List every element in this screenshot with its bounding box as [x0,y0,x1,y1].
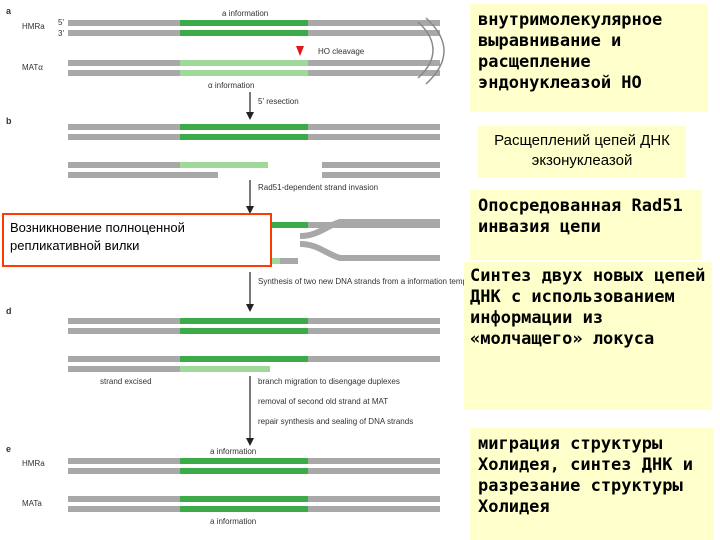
strand [322,172,440,178]
recombination-diagram: a b d e HMRa 5' 3' a information MATα HO… [6,6,470,526]
panel-label-d: d [6,306,12,316]
alpha-info-segment [180,162,268,168]
locus-hmr-a: HMRa [22,22,45,31]
label-repair: repair synthesis and sealing of DNA stra… [258,417,413,426]
arrow-head [246,112,254,120]
locus-mat-a: MATa [22,499,42,508]
panel-label-a: a [6,6,12,16]
label-alpha-information: α information [208,81,254,90]
panel-label-e: e [6,444,11,454]
invading-strand [299,241,440,261]
alpha-info-segment [180,70,308,76]
a-info-segment [180,30,308,36]
panel-label-b: b [6,116,12,126]
a-info-segment [180,134,308,140]
a-info-segment [180,458,308,464]
alpha-info-segment [180,60,308,66]
annotation-box-5: миграция структуры Холидея, синтез ДНК и… [470,428,714,540]
strand [68,172,218,178]
label-strand-excised: strand excised [100,377,152,386]
label-removal: removal of second old strand at MAT [258,397,388,406]
a-info-segment [180,328,308,334]
a-info-segment [180,318,308,324]
strand [68,366,218,372]
ho-cleavage-arrow [296,46,304,56]
a-info-segment [180,124,308,130]
arrow-head [246,304,254,312]
annotation-box-1: внутримолекулярное выравнивание и расщеп… [470,4,708,112]
a-info-segment [180,468,308,474]
strand [322,162,440,168]
a-info-segment [180,506,308,512]
invading-strand [299,219,440,239]
new-strand [180,356,308,362]
end-3-a1: 3' [58,29,64,38]
locus-mat-alpha: MATα [22,63,43,72]
arrow-head [246,206,254,214]
bracket-arc [425,17,445,85]
excised-strand [180,366,270,372]
label-rad51: Rad51-dependent strand invasion [258,183,378,192]
locus-hmr-e: HMRa [22,459,45,468]
a-info-segment [180,20,308,26]
bracket-arc [417,21,434,79]
annotation-box-3: Опосредованная Rad51 инвазия цепи [470,190,702,260]
label-resection: 5' resection [258,97,299,106]
arrow-head [246,438,254,446]
label-e-a-information-top: a information [210,447,256,456]
label-synthesis: Synthesis of two new DNA strands from a … [258,277,470,286]
label-e-a-information-bottom: a information [210,517,256,526]
label-a-information: a information [222,9,268,18]
end-5-a1: 5' [58,18,64,27]
annotation-box-2: Расщеплений цепей ДНК экзонуклеазой [478,126,686,178]
annotation-box-6: Возникновение полноценной репликативной … [2,213,272,267]
a-info-segment [180,496,308,502]
strand [68,162,268,168]
label-branch-migration: branch migration to disengage duplexes [258,377,400,386]
label-ho-cleavage: HO cleavage [318,47,365,56]
annotation-box-4: Синтез двух новых цепей ДНК с использова… [464,262,712,410]
